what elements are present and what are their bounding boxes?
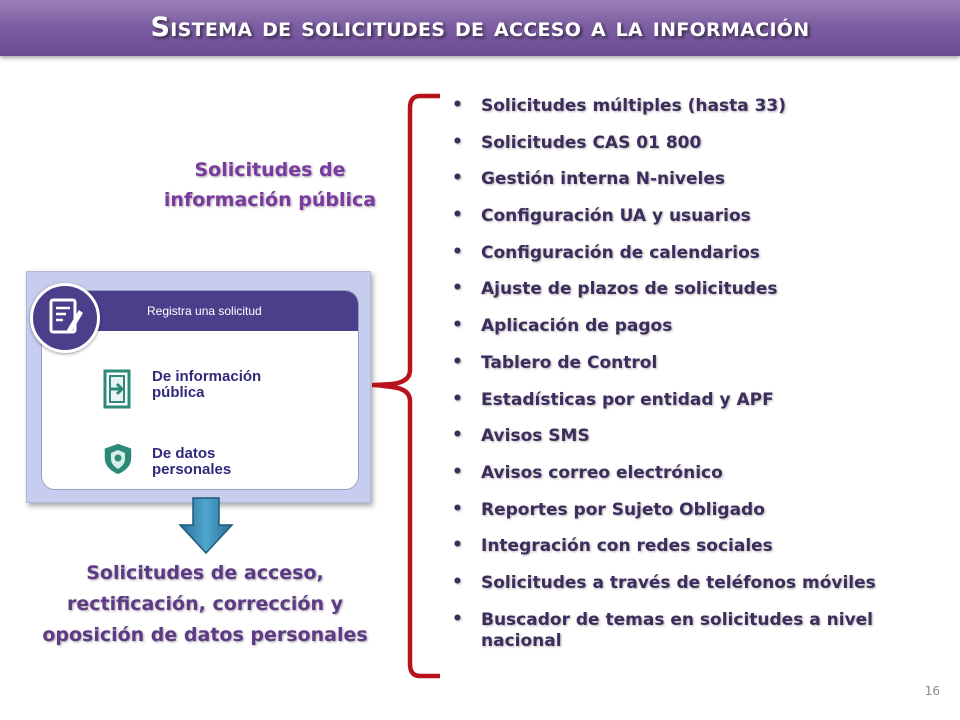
feature-text: Reportes por Sujeto Obligado: [481, 499, 765, 520]
feature-item: •Estadísticas por entidad y APF: [452, 388, 774, 410]
feature-text: Solicitudes múltiples (hasta 33): [481, 96, 787, 116]
left-heading: Solicitudes de información pública: [163, 159, 377, 211]
feature-item: •Solicitudes a través de teléfonos móvil…: [452, 571, 876, 593]
feature-item: •Buscador de temas en solicitudes a nive…: [452, 608, 874, 651]
option-public-line2: pública: [152, 384, 205, 401]
personal-data-heading: Solicitudes de acceso, rectificación, co…: [42, 562, 368, 646]
feature-item: •Avisos SMS: [452, 425, 590, 447]
feature-item: •Configuración UA y usuarios: [452, 205, 751, 227]
feature-text: Configuración UA y usuarios: [481, 206, 751, 227]
feature-item: •Integración con redes sociales: [452, 535, 773, 557]
feature-item: •Reportes por Sujeto Obligado: [452, 498, 765, 520]
option-personal-line2: personales: [152, 461, 232, 478]
feature-text: Avisos correo electrónico: [481, 462, 723, 483]
feature-text: Avisos SMS: [481, 426, 590, 447]
document-pen-icon: [30, 283, 100, 353]
feature-list: •Solicitudes múltiples (hasta 33) •Solic…: [452, 95, 922, 667]
feature-item: •Solicitudes CAS 01 800: [452, 131, 702, 153]
feature-text: Configuración de calendarios: [481, 242, 760, 263]
feature-text: Gestión interna N-niveles: [481, 169, 726, 190]
feature-text: Tablero de Control: [481, 352, 658, 373]
door-exit-icon: [103, 369, 131, 409]
feature-item: •Ajuste de plazos de solicitudes: [452, 278, 778, 300]
feature-text: Estadísticas por entidad y APF: [481, 389, 774, 410]
title-banner: [0, 0, 960, 56]
feature-text: Aplicación de pagos: [481, 316, 673, 337]
feature-item: •Tablero de Control: [452, 351, 658, 373]
slide-title: Sistema de solicitudes de acceso a la in…: [150, 12, 810, 43]
option-public-info[interactable]: De información pública: [152, 369, 261, 401]
feature-item: •Gestión interna N-niveles: [452, 168, 726, 190]
shield-icon: [103, 442, 133, 476]
feature-item: •Aplicación de pagos: [452, 315, 673, 337]
option-personal-data[interactable]: De datos personales: [152, 446, 231, 478]
page-number: 16: [924, 684, 940, 698]
feature-item: •Avisos correo electrónico: [452, 461, 723, 483]
curly-brace: [371, 93, 440, 679]
feature-text: Solicitudes a través de teléfonos móvile…: [481, 572, 876, 593]
feature-item: •Configuración de calendarios: [452, 241, 760, 263]
feature-text: Buscador de temas en solicitudes a nivel…: [481, 609, 874, 651]
feature-text: Integración con redes sociales: [481, 536, 773, 557]
feature-text: Solicitudes CAS 01 800: [481, 132, 702, 153]
down-arrow-icon: [178, 497, 234, 555]
option-personal-line1: De datos: [152, 445, 216, 462]
panel-header-text: Registra una solicitud: [147, 304, 262, 318]
feature-item: •Solicitudes múltiples (hasta 33): [452, 95, 787, 116]
option-public-line1: De información: [152, 368, 262, 385]
feature-text: Ajuste de plazos de solicitudes: [481, 279, 778, 300]
